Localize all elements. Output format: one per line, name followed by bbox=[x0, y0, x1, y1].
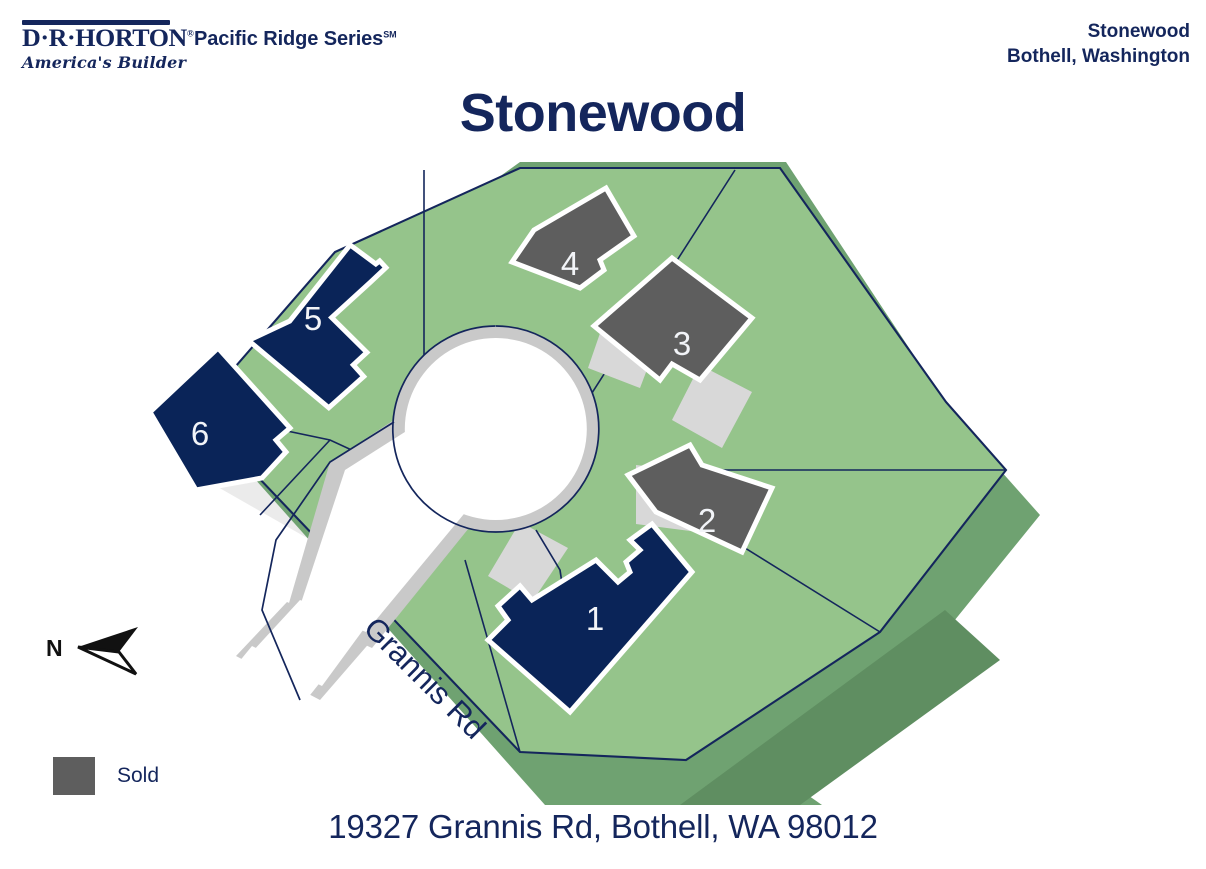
house-5-shape[interactable] bbox=[243, 241, 391, 412]
legend-label-sold: Sold bbox=[117, 764, 160, 787]
driveway-lot-3 bbox=[672, 365, 752, 448]
house-5-number: 5 bbox=[304, 300, 322, 337]
house-1-shape[interactable] bbox=[484, 520, 696, 716]
lot-line-1-6 bbox=[464, 559, 521, 753]
cul-de-sac-stem-pavement bbox=[300, 392, 522, 632]
page-title: Stonewood bbox=[459, 83, 747, 143]
series-label: Pacific Ridge SeriesSM bbox=[194, 28, 397, 51]
brand-block: D·R·HORTON® America's Builder Pacific Ri… bbox=[22, 18, 397, 72]
house-2-number: 2 bbox=[698, 502, 716, 539]
lot-1[interactable]: 1 bbox=[484, 520, 696, 716]
lot-5[interactable]: 5 bbox=[243, 241, 391, 412]
community-location: Stonewood Bothell, Washington bbox=[1007, 19, 1190, 69]
house-4-shape[interactable] bbox=[508, 184, 638, 291]
footer-address: 19327 Grannis Rd, Bothell, WA 98012 bbox=[328, 808, 878, 845]
house-4-number: 4 bbox=[561, 245, 579, 282]
logo-registered-mark: ® bbox=[186, 28, 194, 39]
service-mark: SM bbox=[383, 29, 397, 40]
series-label-text: Pacific Ridge Series bbox=[194, 28, 384, 50]
house-footprints: 5 6 4 3 bbox=[146, 184, 776, 716]
legend-swatch-sold bbox=[53, 757, 95, 795]
cul-de-sac-shape bbox=[206, 326, 599, 738]
cul-de-sac-group bbox=[206, 325, 600, 738]
lot-3[interactable]: 3 bbox=[590, 254, 756, 384]
house-6-shape[interactable] bbox=[146, 344, 294, 493]
site-map: 5 6 4 3 bbox=[0, 140, 1206, 805]
logo-tagline: America's Builder bbox=[22, 52, 187, 72]
dr-horton-logo: D·R·HORTON® America's Builder bbox=[22, 20, 194, 72]
lot-line-6-south bbox=[259, 439, 331, 516]
compass-rose: N bbox=[46, 622, 161, 682]
compass-north-label: N bbox=[46, 635, 63, 661]
location-city-state: Bothell, Washington bbox=[1007, 46, 1190, 68]
site-map-svg: 5 6 4 3 bbox=[146, 162, 1040, 805]
location-community: Stonewood bbox=[1087, 21, 1190, 42]
logo-wordmark-text: D·R·HORTON bbox=[22, 25, 187, 52]
lot-4[interactable]: 4 bbox=[508, 184, 638, 291]
house-1-number: 1 bbox=[586, 600, 604, 637]
site-buffer-dark-panel bbox=[680, 610, 1000, 805]
logo-wordmark: D·R·HORTON® bbox=[22, 26, 194, 52]
cul-de-sac-entry-connector bbox=[206, 646, 322, 738]
parcel-block bbox=[196, 162, 1040, 805]
lot-6[interactable]: 6 bbox=[146, 344, 294, 493]
page-header: D·R·HORTON® America's Builder Pacific Ri… bbox=[0, 0, 1206, 86]
compass-needle-icon bbox=[77, 627, 138, 676]
driveway-lot-1 bbox=[488, 522, 568, 602]
map-legend: Sold bbox=[53, 757, 159, 795]
house-3-number: 3 bbox=[673, 325, 691, 362]
house-3-shape[interactable] bbox=[590, 254, 756, 384]
house-6-number: 6 bbox=[191, 415, 209, 452]
house-2-shape[interactable] bbox=[624, 441, 776, 556]
logo-top-rule bbox=[22, 20, 170, 25]
lot-2[interactable]: 2 bbox=[624, 441, 776, 556]
